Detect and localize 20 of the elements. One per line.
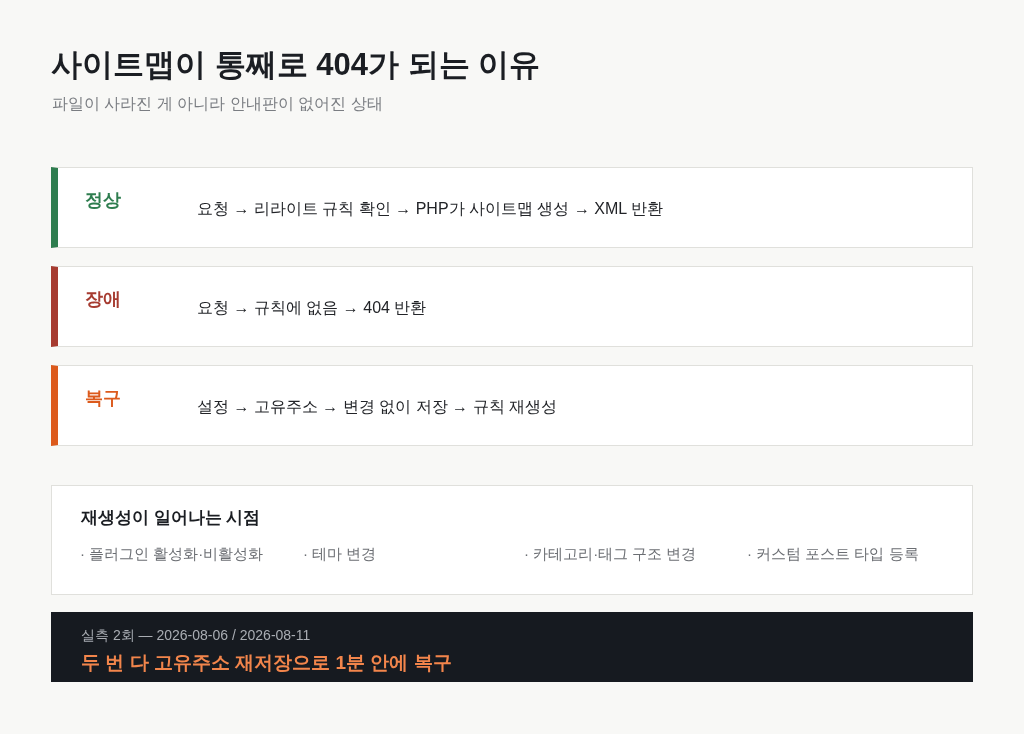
status-card — [51, 266, 973, 347]
flow-text: 요청 → 규칙에 없음 → 404 반환 — [197, 298, 427, 318]
status-label: 장애 — [85, 288, 121, 311]
status-card — [51, 365, 973, 446]
box-heading: 재생성이 일어나는 시점 — [81, 507, 261, 529]
list-item: · 플러그인 활성화·비활성화 — [80, 545, 264, 564]
status-label: 정상 — [85, 189, 121, 212]
status-card — [51, 167, 973, 248]
flow-text: 설정 → 고유주소 → 변경 없이 저장 → 규칙 재생성 — [197, 397, 557, 417]
banner-note: 실측 2회 — 2026-08-06 / 2026-08-11 — [81, 627, 311, 645]
list-item: · 카테고리·태그 구조 변경 — [524, 545, 697, 564]
info-box — [51, 485, 973, 595]
status-label: 복구 — [85, 387, 121, 410]
list-item: · 커스텀 포스트 타입 등록 — [747, 545, 919, 564]
result-banner — [51, 612, 973, 682]
list-item: · 테마 변경 — [303, 545, 377, 564]
flow-text: 요청 → 리라이트 규칙 확인 → PHP가 사이트맵 생성 → XML 반환 — [197, 199, 664, 219]
banner-headline: 두 번 다 고유주소 재저장으로 1분 안에 복구 — [81, 651, 452, 675]
page-title: 사이트맵이 통째로 404가 되는 이유 — [51, 46, 541, 84]
subtitle: 파일이 사라진 게 아니라 안내판이 없어진 상태 — [52, 94, 383, 114]
